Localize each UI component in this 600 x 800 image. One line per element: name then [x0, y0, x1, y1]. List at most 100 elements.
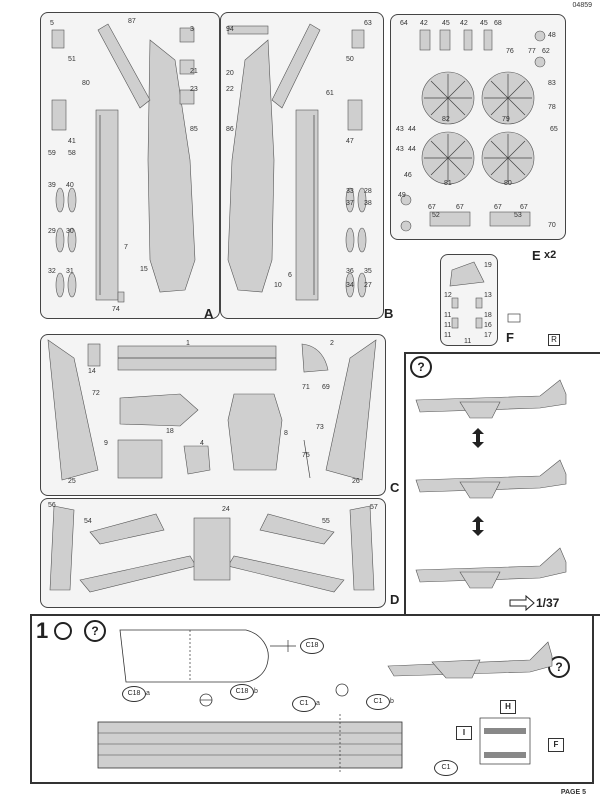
sprue-b-num: 38 — [364, 200, 372, 207]
sprue-e-num: 43 — [396, 146, 404, 153]
sprue-f-letter: F — [506, 330, 514, 345]
sprue-a-num: 32 — [48, 268, 56, 275]
sprue-a-num: 29 — [48, 228, 56, 235]
page-label: PAGE 5 — [560, 789, 586, 796]
sprue-a-num: 15 — [140, 266, 148, 273]
sprue-b-num: 36 — [346, 268, 354, 275]
sprue-d-num: 57 — [370, 504, 378, 511]
callout-suffix: a — [316, 700, 320, 707]
sprue-f-num: 11 — [444, 312, 452, 319]
sprue-b-num: 86 — [226, 126, 234, 133]
sprue-b-num: 33 — [346, 188, 354, 195]
sprue-c-num: 4 — [200, 440, 204, 447]
sprue-b-num: 35 — [364, 268, 372, 275]
sprue-a-num: 23 — [190, 86, 198, 93]
sprue-e-num: 68 — [494, 20, 502, 27]
sprue-b-num: 27 — [364, 282, 372, 289]
sprue-c-num: 26 — [352, 478, 360, 485]
sprue-e-num: 62 — [542, 48, 550, 55]
sprue-a-num: 31 — [66, 268, 74, 275]
sprue-a-num: 5 — [50, 20, 54, 27]
sprue-c-num: 75 — [302, 452, 310, 459]
sprue-e-num: 67 — [520, 204, 528, 211]
sprue-c-num: 72 — [92, 390, 100, 397]
sprue-e-num: 44 — [408, 126, 416, 133]
sprue-e-num: 79 — [502, 116, 510, 123]
sprue-f-num: 17 — [484, 332, 492, 339]
sprue-b-num: 28 — [364, 188, 372, 195]
sprue-c-num: 14 — [88, 368, 96, 375]
sprue-e-num: 78 — [548, 104, 556, 111]
sprue-a-num: 39 — [48, 182, 56, 189]
sprue-c-num: 71 — [302, 384, 310, 391]
sprue-a-num: 21 — [190, 68, 198, 75]
callout-circle: C1 — [292, 696, 316, 712]
sprue-a-num: 30 — [66, 228, 74, 235]
sprue-a-num: 80 — [82, 80, 90, 87]
updown-arrow-icon — [472, 428, 484, 536]
callout-circle: C1 — [366, 694, 390, 710]
sprue-b-num: 6 — [288, 272, 292, 279]
sprue-e-num: 48 — [548, 32, 556, 39]
sprue-b-num: 10 — [274, 282, 282, 289]
sprue-c-letter: C — [390, 480, 400, 495]
sprue-e-num: 65 — [550, 126, 558, 133]
sprue-b-num: 94 — [226, 26, 234, 33]
sprue-b-num: 20 — [226, 70, 234, 77]
sprue-e-num: 46 — [404, 172, 412, 179]
sprue-a-num: 85 — [190, 126, 198, 133]
sprue-e-num: 42 — [420, 20, 428, 27]
sprue-b-num: 61 — [326, 90, 334, 97]
sprue-e-num: 82 — [442, 116, 450, 123]
sprue-f-num: 16 — [484, 322, 492, 329]
sprue-c-num: 9 — [104, 440, 108, 447]
callout-suffix: a — [146, 690, 150, 697]
sprue-b-num: 63 — [364, 20, 372, 27]
callout-circle: C18 — [300, 638, 324, 654]
sprue-e-num: 81 — [444, 180, 452, 187]
sprue-d-num: 54 — [84, 518, 92, 525]
sprue-e — [390, 14, 566, 240]
sprue-e-num: 80 — [504, 180, 512, 187]
sprue-e-num: 64 — [400, 20, 408, 27]
sprue-e-num: 53 — [514, 212, 522, 219]
callout-circle: C18 — [230, 684, 254, 700]
step-number: 1 — [36, 618, 49, 643]
sprue-d-num: 24 — [222, 506, 230, 513]
sprue-f-num: 19 — [484, 262, 492, 269]
right-arrow-icon — [509, 594, 535, 612]
page-code: 04859 — [572, 2, 592, 9]
sprue-e-num: 44 — [408, 146, 416, 153]
sprue-f-num: 13 — [484, 292, 492, 299]
sprue-e-num: 77 — [528, 48, 536, 55]
sprue-e-num: 76 — [506, 48, 514, 55]
sprue-d-num: 56 — [48, 502, 56, 509]
sprue-b-letter: B — [384, 306, 394, 321]
sprue-d-num: 55 — [322, 518, 330, 525]
aircraft-icon — [415, 547, 567, 589]
sprue-e-num: 49 — [398, 192, 406, 199]
sprue-e-num: 67 — [456, 204, 464, 211]
sprue-e-num: 83 — [548, 80, 556, 87]
callout-suffix: b — [390, 698, 394, 705]
sprue-b-num: 37 — [346, 200, 354, 207]
sprue-c-num: 18 — [166, 428, 174, 435]
legend-flag-f: F — [548, 738, 564, 752]
legend-flag-h: H — [500, 700, 516, 714]
sprue-a-num: 3 — [190, 26, 194, 33]
sprue-c-num: 1 — [186, 340, 190, 347]
glue-icon — [54, 622, 72, 640]
sprue-e-num: 42 — [460, 20, 468, 27]
question-icon: ? — [84, 620, 106, 642]
question-icon: ? — [410, 356, 432, 378]
sprue-a-num: 58 — [68, 150, 76, 157]
sprue-c-num: 73 — [316, 424, 324, 431]
sprue-a-num: 7 — [124, 244, 128, 251]
sprue-a-num: 87 — [128, 18, 136, 25]
